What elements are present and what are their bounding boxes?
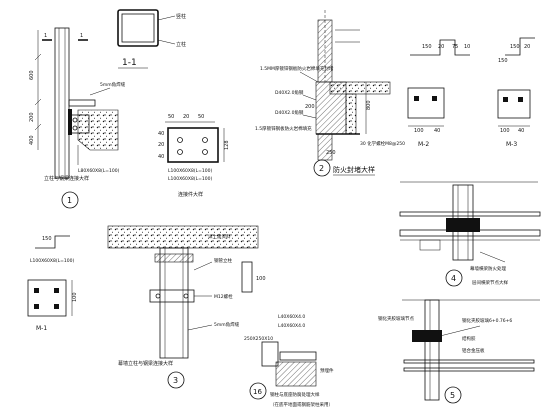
svg-text:20: 20 [158, 142, 164, 148]
detail-4-callout [445, 269, 463, 287]
detail-4: 幕墙横梁防火处理 层间横梁节点大样 4 [399, 181, 541, 287]
connection-plate [167, 127, 219, 163]
detail-4-caption: 层间横梁节点大样 [472, 279, 508, 286]
svg-text:M12螺栓: M12螺栓 [214, 293, 233, 300]
detail-3: 详土建资料 钢管立柱 M12螺栓 5mm角焊缝 100 幕墙立柱与钢梁连接大样 … [107, 225, 266, 389]
svg-text:800: 800 [366, 100, 372, 110]
svg-text:150: 150 [422, 44, 432, 50]
svg-text:40: 40 [158, 131, 164, 137]
weld-note: 5mm角焊缝 [100, 81, 126, 88]
plate-m1-title: M-1 [36, 325, 47, 332]
svg-text:20: 20 [183, 114, 189, 120]
section-title-1-1: 1-1 [122, 58, 137, 68]
fire-stop-infill [315, 81, 347, 135]
plate-m1: 150 L100X60X8(L=100) 100 M-1 [27, 235, 78, 332]
detail-2: 1.5MM厚镀锌钢板防火岩棉填充封堵 D40X2.0角钢 D40X2.0角钢 1… [255, 10, 405, 177]
svg-text:L100X60X8(L=100): L100X60X8(L=100) [30, 258, 74, 264]
svg-text:详土建资料: 详土建资料 [208, 233, 231, 240]
dim-400: 400 [29, 135, 35, 145]
svg-text:3: 3 [173, 376, 178, 385]
plate-m3-plan [497, 89, 531, 119]
detail-5-mullion [424, 299, 440, 401]
svg-text:50: 50 [168, 114, 174, 120]
svg-text:30 化学螺栓M8@250: 30 化学螺栓M8@250 [360, 140, 405, 147]
svg-text:4: 4 [451, 274, 456, 283]
svg-text:16: 16 [253, 388, 262, 396]
detail-16: L40X60X4.0 L40X60X4.0 250X250X10 预埋件 16 … [244, 314, 334, 408]
detail-5-callout [444, 386, 462, 404]
dim-200: 200 [29, 112, 35, 122]
svg-text:40: 40 [518, 128, 524, 134]
detail-1-number: 1 [67, 196, 72, 205]
svg-text:结构胶: 结构胶 [462, 335, 476, 342]
detail-3-slab [107, 225, 259, 249]
svg-text:20: 20 [438, 44, 444, 50]
svg-text:D40X2.0角钢: D40X2.0角钢 [275, 89, 304, 96]
svg-text:40: 40 [158, 154, 164, 160]
svg-text:1.5厚镀锌钢板防火岩棉填充: 1.5厚镀锌钢板防火岩棉填充 [255, 125, 312, 132]
section-mark-right: 1 [80, 33, 83, 39]
column-elevation [54, 27, 70, 179]
svg-text:128: 128 [224, 140, 230, 150]
detail-3-callout [167, 371, 185, 389]
concrete-beam [77, 109, 119, 151]
svg-text:5mm角焊缝: 5mm角焊缝 [214, 321, 240, 328]
plate-m1-plan [27, 279, 67, 317]
detail-2-callout [313, 159, 331, 177]
d2-note-top: 1.5MM厚镀锌钢板防火岩棉填充封堵 [260, 65, 334, 72]
svg-text:150: 150 [42, 236, 52, 242]
detail-1-caption: 立柱与钢梁连接大样 [44, 175, 89, 182]
svg-text:100: 100 [72, 292, 78, 302]
svg-text:D40X2.0角钢: D40X2.0角钢 [275, 109, 304, 116]
section-mark-left: 1 [44, 33, 47, 39]
detail-16-callout [249, 382, 267, 400]
svg-text:20: 20 [524, 44, 530, 50]
svg-text:250: 250 [326, 150, 336, 156]
svg-text:150: 150 [498, 58, 508, 64]
svg-text:预埋件: 预埋件 [320, 367, 334, 374]
plate-m3: 150 20 150 100 40 M-3 [497, 37, 535, 148]
detail-16-base [275, 361, 317, 387]
svg-text:L40X60X4.0: L40X60X4.0 [278, 323, 305, 329]
detail-3-caption: 幕墙立柱与钢梁连接大样 [118, 360, 173, 367]
svg-text:100: 100 [500, 128, 510, 134]
svg-text:50: 50 [198, 114, 204, 120]
svg-text:200: 200 [305, 104, 315, 110]
svg-text:幕墙横梁防火处理: 幕墙横梁防火处理 [470, 265, 506, 272]
svg-text:150: 150 [510, 44, 520, 50]
plan-label-a: 竖柱 [176, 13, 186, 20]
dim-600: 600 [29, 70, 35, 80]
svg-text:2: 2 [319, 164, 324, 173]
svg-text:5: 5 [450, 391, 455, 400]
detail-5: 钢化夹胶玻璃6+0.76+6 结构胶 铝合金压板 钢化夹胶玻璃节点 5 [378, 299, 540, 404]
svg-text:铝合金压板: 铝合金压板 [462, 347, 485, 354]
detail-3-column [159, 247, 189, 359]
plate-caption: 连接件大样 [178, 191, 203, 198]
svg-text:100: 100 [256, 276, 266, 282]
plate-m2-title: M-2 [418, 141, 429, 148]
svg-text:钢管立柱: 钢管立柱 [214, 257, 232, 264]
svg-text:L100X60X8(L=100): L100X60X8(L=100) [168, 168, 212, 174]
svg-text:100: 100 [414, 128, 424, 134]
svg-text:L100X60X8(L=100): L100X60X8(L=100) [168, 176, 212, 182]
svg-text:L40X60X4.0: L40X60X4.0 [278, 314, 305, 320]
svg-text:（在底平地面或钢筋架柱采用）: （在底平地面或钢筋架柱采用） [270, 401, 333, 408]
svg-text:钢柱与底座防腐处理大样: 钢柱与底座防腐处理大样 [270, 391, 320, 398]
angle-note: L80X60X8(L=100) [78, 168, 120, 174]
column-plan: 竖柱 立柱 [117, 9, 186, 48]
plate-m2: 150 20 75 10 100 40 M-2 [407, 39, 470, 148]
svg-text:钢化夹胶玻璃6+0.76+6: 钢化夹胶玻璃6+0.76+6 [462, 317, 512, 324]
detail-5-caption: 钢化夹胶玻璃节点 [378, 315, 414, 322]
svg-text:250X250X10: 250X250X10 [244, 336, 273, 342]
detail-2-title: 防火封堵大样 [333, 165, 375, 174]
detail-1-callout [61, 191, 79, 209]
plate-m2-plan [407, 87, 445, 119]
svg-text:10: 10 [464, 44, 470, 50]
plate-m3-title: M-3 [506, 141, 517, 148]
connection-plate-detail: 50 20 50 128 40 20 40 L100X60X8(L=100) L… [158, 114, 230, 198]
detail-1: 竖柱 立柱 1-1 1 1 600 200 400 5mm角焊缝 [29, 9, 186, 209]
plan-label-b: 立柱 [176, 41, 186, 48]
svg-text:40: 40 [434, 128, 440, 134]
